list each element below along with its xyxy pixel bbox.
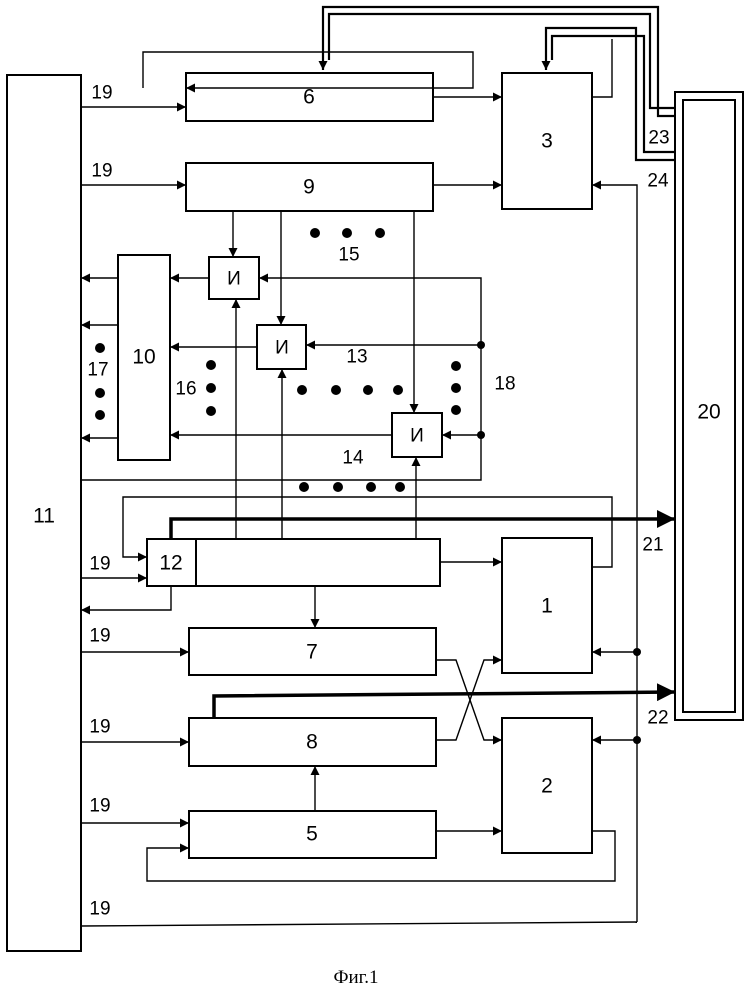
ref-19: 19 (89, 717, 110, 738)
wire-12-to-11 (81, 586, 171, 610)
block-5-label: 5 (306, 823, 318, 846)
block-20-label: 20 (697, 401, 720, 424)
block-6-label: 6 (303, 86, 315, 109)
ref-14: 14 (342, 448, 364, 469)
ref-19: 19 (91, 83, 112, 104)
ellipsis-17 (95, 343, 105, 420)
and-gate-1-label: И (227, 269, 241, 290)
wire-7-to-2 (436, 660, 502, 740)
ref-16: 16 (175, 379, 196, 400)
and-gate-2-label: И (275, 338, 289, 359)
ellipsis-18 (451, 361, 461, 415)
ref-19: 19 (91, 161, 112, 182)
ref-17: 17 (87, 360, 108, 381)
block-12-label: 12 (159, 552, 182, 575)
ref-22: 22 (647, 708, 668, 729)
ref-19: 19 (89, 899, 110, 920)
ref-21: 21 (642, 535, 663, 556)
block-9-label: 9 (303, 176, 315, 199)
wire-6-feedback (143, 52, 473, 88)
ref-15: 15 (338, 245, 359, 266)
block-11-label: 11 (33, 505, 55, 528)
block-1-label: 1 (541, 595, 553, 618)
junction-dot (633, 648, 641, 656)
wire-11-to-24 (81, 922, 637, 926)
block-7-label: 7 (306, 641, 318, 664)
ref-23: 23 (648, 128, 669, 149)
wire-3-loop (592, 39, 612, 97)
ref-24: 24 (647, 171, 669, 192)
ref-18: 18 (494, 374, 515, 395)
ellipsis-13 (297, 385, 403, 395)
junction-dot (477, 341, 485, 349)
and-gate-3-label: И (410, 426, 424, 447)
figure-caption: Фиг.1 (333, 967, 378, 988)
block-12 (147, 539, 440, 586)
wire-24-to-3 (592, 185, 637, 922)
wire-8-to-1 (436, 660, 502, 740)
ellipsis-15 (310, 228, 385, 238)
ref-19: 19 (89, 554, 110, 575)
ref-19: 19 (89, 626, 110, 647)
ellipsis-14 (299, 482, 405, 492)
wire-2-feedback-to-5 (147, 831, 615, 881)
ref-19: 19 (89, 796, 110, 817)
bus-23-to-6-outer (323, 7, 675, 116)
block-10-label: 10 (132, 346, 155, 369)
block-8-label: 8 (306, 731, 318, 754)
junction-dot (633, 736, 641, 744)
bus-22-8-to-20 (214, 692, 675, 718)
block-3-label: 3 (541, 130, 553, 153)
bus-21-12-to-20 (171, 519, 675, 539)
ellipsis-16 (206, 360, 216, 416)
ref-13: 13 (346, 347, 367, 368)
block-2-label: 2 (541, 775, 553, 798)
junction-dot (477, 431, 485, 439)
